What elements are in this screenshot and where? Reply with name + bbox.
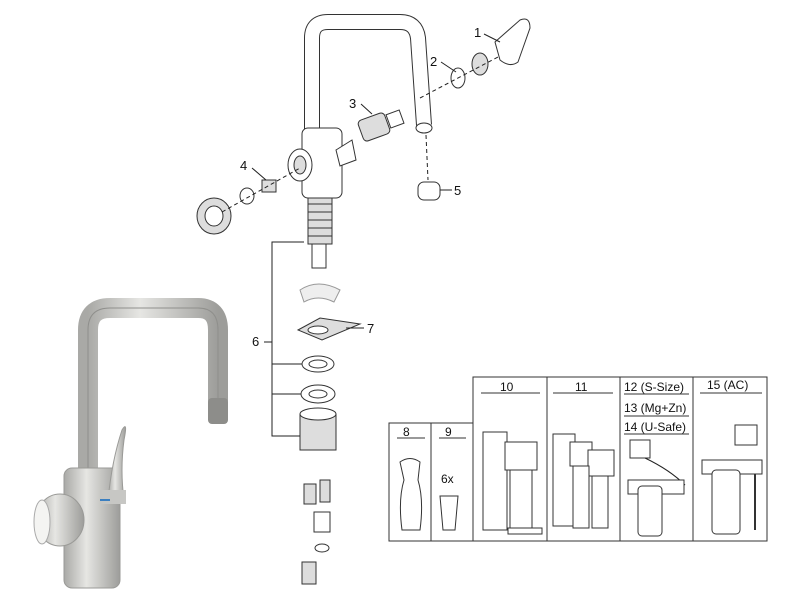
filter-system-15: [701, 424, 763, 535]
part-1-lever: [494, 18, 531, 66]
filter-system-12-14: [627, 439, 686, 537]
callout-5: 5: [454, 183, 461, 198]
part-3-cartridge: [357, 112, 391, 142]
accessory-10-label: 10: [500, 380, 514, 394]
part-2-ring: [471, 52, 489, 76]
callout-4: 4: [240, 158, 247, 173]
accessory-12-label: 12 (S-Size): [624, 380, 684, 394]
accessory-14-label: 14 (U-Safe): [624, 420, 686, 434]
callout-1: 1: [474, 25, 481, 40]
accessory-9-quantity: 6x: [441, 472, 454, 486]
faucet-photo: [33, 298, 228, 589]
part-4-valve: [261, 179, 277, 193]
callout-2: 2: [430, 54, 437, 69]
filter-system-11: [552, 433, 615, 529]
bottle-icon: [399, 458, 423, 531]
accessory-11-label: 11: [575, 380, 588, 394]
accessory-13-label: 13 (Mg+Zn): [624, 401, 686, 415]
spout-assembly: [287, 14, 433, 269]
callout-3: 3: [349, 96, 356, 111]
part-7-bracket: [296, 317, 362, 341]
connection-hoses: [301, 479, 331, 585]
callout-6: 6: [252, 334, 259, 349]
accessory-15-label: 15 (AC): [707, 378, 748, 392]
accessories-table: [388, 376, 768, 542]
filter-system-10: [482, 431, 543, 535]
mount-shim: [299, 283, 341, 303]
accessory-8-label: 8: [403, 425, 410, 439]
glass-icon: [439, 495, 459, 531]
callout-7: 7: [367, 321, 374, 336]
accessory-9-label: 9: [445, 425, 452, 439]
part-5-aerator: [417, 181, 441, 201]
